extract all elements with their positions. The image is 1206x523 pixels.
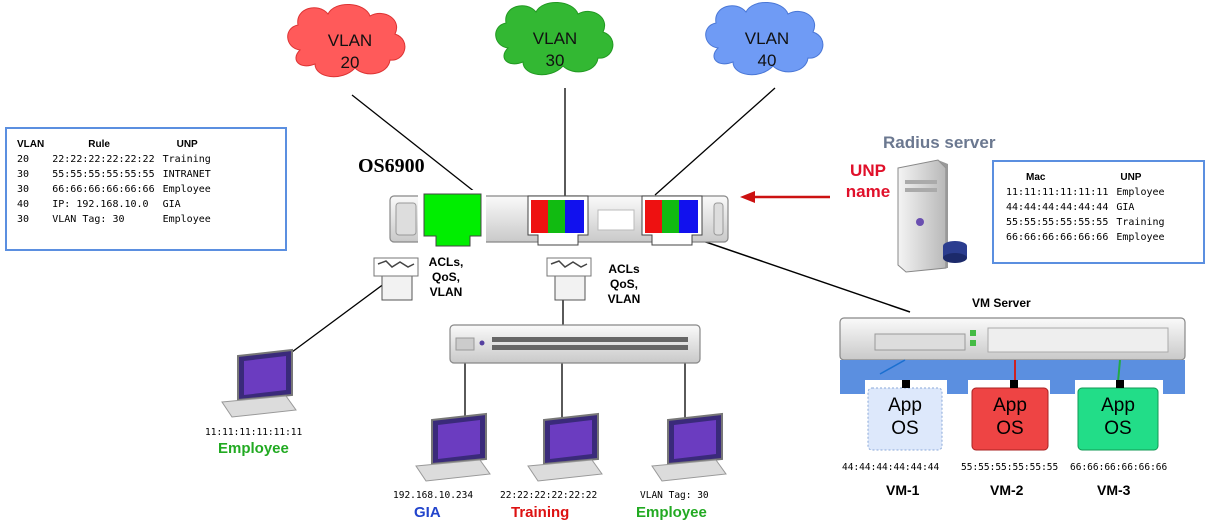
port-rgb-2	[641, 195, 703, 246]
rules-table: VLAN Rule UNP 20 22:22:22:22:22:22 Train…	[13, 137, 215, 227]
rules-header-rule: Rule	[88, 139, 110, 150]
table-row: 40 IP: 192.168.10.0 GIA	[17, 199, 181, 210]
vm3-name: VM-3	[1097, 482, 1131, 498]
vm3-mac: 66:66:66:66:66:66	[1070, 462, 1168, 473]
cloud-vlan30	[495, 2, 614, 76]
port-green	[418, 190, 486, 250]
table-row: 55:55:55:55:55:55 Training	[1006, 217, 1165, 228]
radius-table: Mac UNP 11:11:11:11:11:11 Employee 44:44…	[1002, 170, 1169, 245]
unp-arrow	[740, 191, 755, 203]
laptop-4-role: Employee	[636, 504, 707, 521]
vm3-box	[1075, 380, 1163, 454]
connector-icon-2	[546, 257, 592, 301]
port-label-1: ACLs,QoS,VLAN	[428, 255, 464, 299]
laptop-4-mac: VLAN Tag: 30	[640, 490, 709, 501]
table-row: 30 VLAN Tag: 30 Employee	[17, 214, 211, 225]
vm-server-title: VM Server	[972, 296, 1031, 310]
vm2-mac: 55:55:55:55:55:55	[961, 462, 1059, 473]
laptop-3-mac: 22:22:22:22:22:22	[500, 490, 598, 501]
laptop-2-mac: 192.168.10.234	[393, 490, 474, 501]
table-row: 30 66:66:66:66:66:66 Employee	[17, 184, 211, 195]
vm2-name: VM-2	[990, 482, 1024, 498]
laptop-employee-2	[651, 412, 727, 482]
access-switch	[449, 324, 701, 364]
laptop-employee-1	[221, 348, 297, 418]
table-row: 44:44:44:44:44:44 GIA	[1006, 202, 1135, 213]
vm2-box	[968, 380, 1050, 454]
radius-server-icon	[897, 159, 967, 273]
cloud-vlan20	[287, 4, 406, 78]
table-row: 20 22:22:22:22:22:22 Training	[17, 154, 211, 165]
vm-server-chassis	[839, 317, 1186, 394]
port-rgb-1	[527, 195, 589, 246]
rules-header-vlan: VLAN	[17, 139, 45, 150]
rules-table-panel: VLAN Rule UNP 20 22:22:22:22:22:22 Train…	[5, 127, 287, 251]
laptop-3-role: Training	[511, 504, 570, 521]
switch-label: OS6900	[358, 155, 425, 177]
cloud-vlan40	[705, 2, 824, 76]
laptop-1-role: Employee	[218, 440, 289, 457]
link-vlan20	[351, 94, 486, 201]
link-vm-server	[699, 239, 911, 313]
laptop-2-role: GIA	[414, 504, 441, 521]
laptop-training	[527, 412, 603, 482]
radius-title: Radius server	[883, 133, 996, 152]
table-row: 30 55:55:55:55:55:55 INTRANET	[17, 169, 211, 180]
table-row: 66:66:66:66:66:66 Employee	[1006, 232, 1165, 243]
table-row: 11:11:11:11:11:11 Employee	[1006, 187, 1165, 198]
radius-table-panel: Mac UNP 11:11:11:11:11:11 Employee 44:44…	[992, 160, 1205, 264]
vm1-name: VM-1	[886, 482, 920, 498]
connector-icon-1	[373, 257, 419, 301]
vm1-box	[865, 380, 947, 454]
laptop-gia	[415, 412, 491, 482]
link-vlan40	[654, 87, 776, 196]
laptop-1-mac: 11:11:11:11:11:11	[205, 427, 303, 438]
rules-header-unp: UNP	[176, 139, 198, 150]
vm1-mac: 44:44:44:44:44:44	[842, 462, 940, 473]
